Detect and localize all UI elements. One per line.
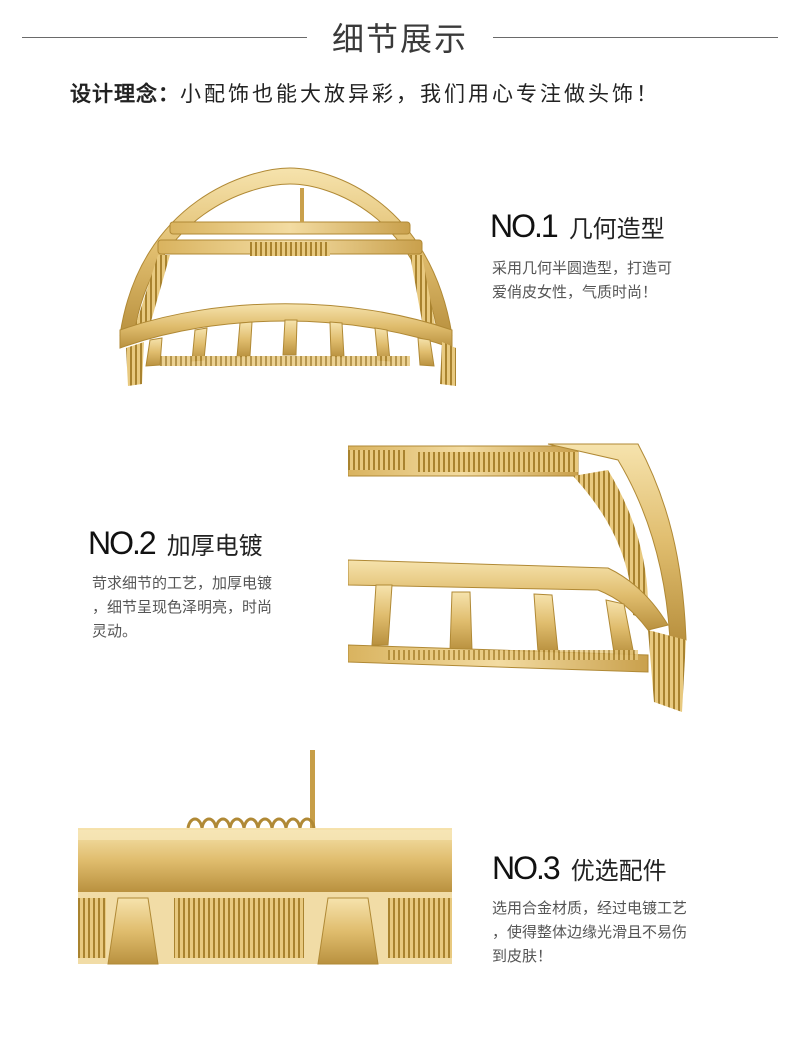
- feature-3-description: 选用合金材质，经过电镀工艺 ，使得整体边缘光滑且不易伤 到皮肤！: [492, 896, 687, 968]
- feature-3-name: 优选配件: [570, 857, 667, 885]
- design-concept: 设计理念：小配饰也能大放异彩，我们用心专注做头饰！: [70, 78, 770, 108]
- feature-2-number: NO.2: [88, 525, 157, 561]
- feature-3-desc-line: 选用合金材质，经过电镀工艺: [492, 899, 688, 917]
- feature-1-name: 几何造型: [568, 215, 665, 243]
- feature-3-desc-line: 到皮肤！: [492, 947, 553, 965]
- feature-2-description: 苛求细节的工艺，加厚电镀 ，细节呈现色泽明亮，时尚 灵动。: [92, 571, 272, 643]
- feature-1-description: 采用几何半圆造型，打造可 爱俏皮女性，气质时尚！: [492, 256, 672, 304]
- section-title: 细节展示: [331, 20, 468, 58]
- feature-2-desc-line: ，细节呈现色泽明亮，时尚: [92, 598, 273, 616]
- header-rule-right: [493, 37, 778, 38]
- feature-2-desc-line: 苛求细节的工艺，加厚电镀: [92, 574, 273, 592]
- design-concept-label: 设计理念：: [70, 82, 180, 106]
- feature-2-name: 加厚电镀: [166, 532, 263, 560]
- feature-3-desc-line: ，使得整体边缘光滑且不易伤: [492, 923, 688, 941]
- header-rule-left: [22, 37, 307, 38]
- hair-claw-front-image: [119, 167, 456, 386]
- feature-3-number: NO.3: [492, 850, 561, 886]
- feature-3-title: NO.3 优选配件: [492, 850, 667, 887]
- feature-1-title: NO.1 几何造型: [490, 208, 665, 245]
- feature-2-desc-line: 灵动。: [92, 622, 138, 640]
- feature-2-title: NO.2 加厚电镀: [88, 525, 263, 562]
- hair-claw-corner-closeup-image: [348, 440, 698, 720]
- feature-1-desc-line: 爱俏皮女性，气质时尚！: [492, 283, 658, 301]
- hair-claw-spring-detail-image: [78, 748, 452, 966]
- feature-1-number: NO.1: [490, 208, 559, 244]
- feature-1-desc-line: 采用几何半圆造型，打造可: [492, 259, 673, 277]
- design-concept-text: 小配饰也能大放异彩，我们用心专注做头饰！: [180, 82, 660, 106]
